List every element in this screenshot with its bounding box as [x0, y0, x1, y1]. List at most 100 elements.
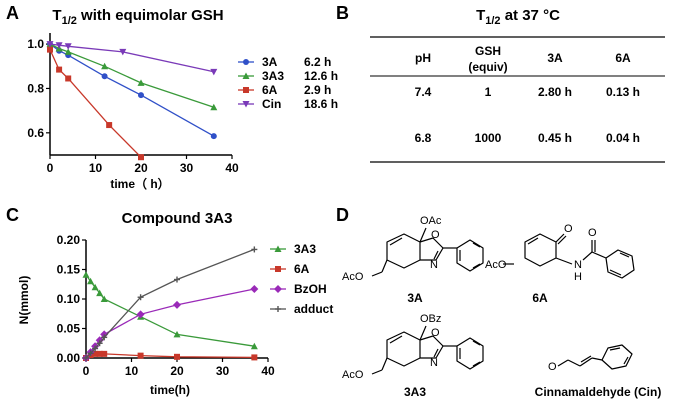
series-3a3-point [87, 277, 95, 285]
series-bzoh-point [173, 300, 181, 309]
x-tick-label: 0 [83, 364, 90, 378]
panel-letter-a: A [6, 3, 19, 23]
series-3a3-legend-label: 3A3 [294, 242, 316, 256]
panel-letter-d: D [336, 205, 349, 225]
label-n: N [430, 259, 438, 271]
x-tick-label: 20 [134, 161, 148, 175]
series-adduct-point [87, 350, 94, 357]
series-3a3-legend-label: 3A3 [262, 69, 284, 83]
series-3a3-point [96, 289, 104, 297]
label-3a: 3A [407, 291, 423, 305]
series-6a-point [47, 46, 53, 53]
chart-c-ylabel: N(mmol) [17, 276, 31, 325]
table-b-header-ph: pH [415, 51, 431, 65]
structure-6a [503, 233, 635, 279]
table-b-header-gsh-unit: (equiv) [468, 60, 507, 74]
x-tick-label: 40 [261, 364, 275, 378]
series-6a-point [92, 350, 99, 357]
series-6a-point [56, 66, 63, 73]
series-6a-point [65, 75, 72, 82]
series-3a-legend-marker [243, 59, 249, 65]
series-6a-point [96, 350, 103, 357]
series-adduct-point [101, 334, 108, 341]
panel-letter-b: B [336, 3, 349, 23]
series-cin-legend-marker [242, 101, 250, 108]
y-tick-label: 0.20 [57, 233, 81, 247]
series-3a-legend-label: 3A [262, 55, 278, 69]
series-3a3-line [49, 43, 215, 108]
label-6a: 6A [532, 291, 548, 305]
series-3a-line [49, 43, 215, 137]
series-3a3-half-life: 12.6 h [304, 69, 338, 83]
label-nh: N [574, 259, 582, 271]
series-adduct-legend-label: adduct [294, 302, 333, 316]
label-o: O [564, 223, 573, 235]
y-tick-label: 0.15 [57, 263, 81, 277]
y-tick-label: 1.0 [27, 37, 44, 51]
series-6a-point [137, 352, 144, 359]
chart-a-xlabel: time（ h） [110, 176, 169, 191]
series-6a-point [251, 354, 258, 361]
series-bzoh-legend-marker [274, 285, 282, 293]
series-3a3-point [250, 342, 258, 350]
series-3a3-point [91, 283, 99, 291]
label-aco: AcO [342, 369, 364, 381]
series-3a-half-life: 6.2 h [304, 55, 331, 69]
table-b-half-life: T1/2 at 37 °C pH GSH (equiv) 3A 6A 7.4 1… [370, 7, 665, 163]
label-cinnamaldehyde: Cinnamaldehyde (Cin) [535, 385, 662, 399]
table-b-cell: 6.8 [415, 131, 432, 145]
y-tick-label: 0.8 [27, 81, 44, 95]
structure-3a3 [371, 325, 484, 375]
series-bzoh-point [136, 310, 145, 319]
y-tick-label: 0.6 [27, 126, 44, 140]
series-6a-point [174, 353, 180, 360]
y-tick-label: 0.05 [57, 322, 81, 336]
table-b-cell: 1 [485, 85, 492, 99]
series-3a3-point [82, 271, 90, 278]
series-adduct-point [174, 276, 180, 283]
table-b-cell: 0.13 h [606, 85, 640, 99]
series-6a-legend-label: 6A [294, 262, 310, 276]
series-3a3-line [85, 274, 255, 347]
label-obz: OBz [420, 313, 441, 325]
x-tick-label: 30 [180, 161, 194, 175]
series-3a3-legend-marker [274, 245, 282, 252]
series-adduct-legend-marker [275, 306, 281, 312]
label-o: O [431, 229, 440, 241]
table-b-cell: 2.80 h [538, 85, 572, 99]
structure-3a [371, 227, 484, 277]
series-3a3-point [137, 79, 145, 86]
table-b-header-6a: 6A [615, 51, 631, 65]
series-cin-line [49, 43, 214, 73]
series-bzoh-line [85, 288, 255, 359]
series-cin-point [64, 43, 72, 50]
series-cin-point [55, 42, 63, 49]
series-3a3-legend-marker [242, 72, 250, 79]
series-6a-point [101, 350, 108, 357]
series-bzoh-point [250, 284, 259, 293]
series-bzoh-legend-label: BzOH [294, 282, 327, 296]
series-adduct-point [137, 294, 144, 301]
series-3a-point [101, 73, 108, 80]
table-b-cell: 7.4 [415, 85, 432, 99]
table-b-cell: 1000 [475, 131, 502, 145]
series-cin-half-life: 18.6 h [304, 97, 338, 111]
structures-panel-d: OAc O N AcO AcO O N H O OBz O N AcO O 3A… [342, 215, 662, 399]
series-adduct-line [85, 248, 255, 359]
series-cin-point [210, 68, 218, 76]
x-tick-label: 40 [225, 161, 239, 175]
chart-a-title: T1/2 with equimolar GSH [52, 7, 223, 27]
series-6a-line [49, 49, 142, 158]
series-3a3-point [210, 103, 218, 111]
table-b-cell: 0.04 h [606, 131, 640, 145]
series-adduct-point [92, 345, 99, 352]
label-aco: AcO [485, 259, 507, 271]
panel-letter-c: C [6, 205, 19, 225]
label-oac: OAc [420, 215, 442, 227]
series-3a-point [210, 133, 217, 140]
series-6a-legend-label: 6A [262, 83, 278, 97]
x-tick-label: 10 [89, 161, 103, 175]
series-adduct-point [96, 340, 103, 347]
label-o: O [548, 361, 557, 373]
label-h: H [574, 271, 582, 283]
